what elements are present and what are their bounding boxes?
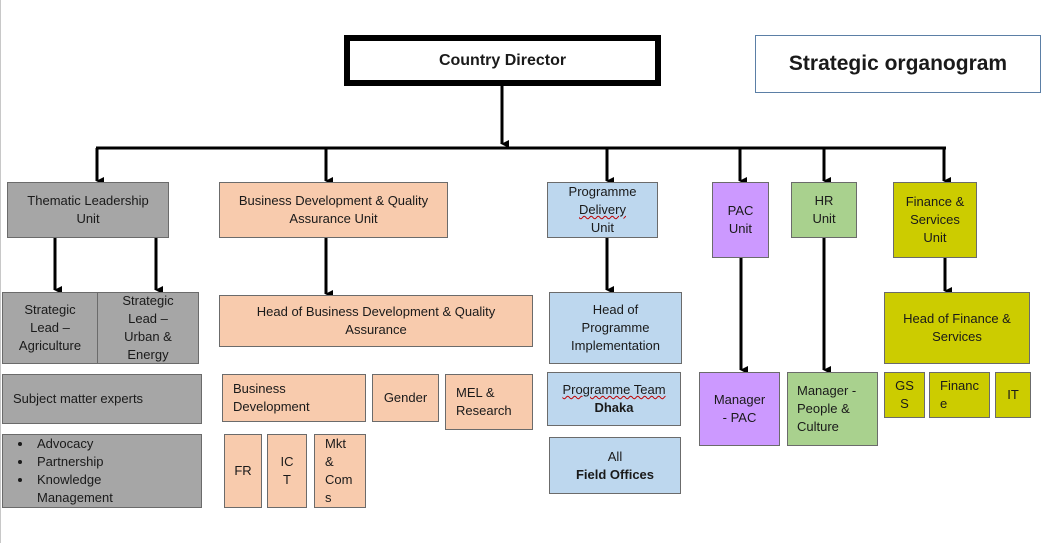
gss-line-1: GS	[895, 378, 914, 393]
mgr-pac-line-1: Manager	[713, 392, 766, 407]
mkt-line-4: s	[325, 490, 332, 505]
bullet-knowledge-line-2: Management	[37, 490, 113, 505]
finance-unit-line-3: Unit	[923, 230, 947, 245]
pac-unit-line-1: PAC	[727, 203, 754, 218]
head-prog-line-3: Implementation	[571, 338, 660, 353]
fr-box: FR	[224, 434, 262, 508]
manager-pac: Manager - PAC	[699, 372, 780, 446]
finance-unit-line-1: Finance &	[905, 194, 965, 209]
mgr-pac-line-2: - PAC	[722, 410, 757, 425]
bdqa-unit-line-1: Business Development & Quality	[238, 193, 429, 208]
finance-line-1: Financ	[940, 378, 980, 393]
organogram-title-text: Strategic organogram	[788, 52, 1008, 75]
strategic-lead-agriculture: Strategic Lead – Agriculture	[2, 292, 98, 364]
mkt-coms-box: Mkt & Com s	[314, 434, 366, 508]
pac-unit: PAC Unit	[712, 182, 769, 258]
agri-line-1: Strategic	[24, 302, 76, 317]
subject-matter-experts: Subject matter experts	[2, 374, 202, 424]
urban-line-3: Urban &	[124, 329, 172, 344]
head-fin-line-2: Services	[932, 329, 982, 344]
strategic-lead-urban-energy: Strategic Lead – Urban & Energy	[97, 292, 199, 364]
gss-line-2: S	[900, 396, 909, 411]
ict-line-1: IC	[280, 454, 294, 469]
bullet-advocacy: Advocacy	[33, 435, 113, 453]
urban-line-1: Strategic	[122, 293, 174, 308]
field-line-2: Field Offices	[575, 466, 655, 482]
head-prog-line-2: Programme	[581, 320, 650, 335]
manager-people-culture: Manager - People & Culture	[787, 372, 878, 446]
bullet-knowledge-line-1: Knowledge	[37, 472, 102, 487]
business-development-box: Business Development	[222, 374, 366, 422]
bdqa-unit-line-2: Assurance Unit	[289, 211, 378, 226]
mel-line-1: MEL &	[456, 385, 495, 400]
head-bdqa-line-2: Assurance	[345, 322, 407, 337]
finance-unit-line-2: Services	[910, 212, 960, 227]
thematic-unit-line-2: Unit	[76, 211, 100, 226]
gender-label: Gender	[383, 390, 428, 405]
head-finance-services: Head of Finance & Services	[884, 292, 1030, 364]
team-line-2: Dhaka	[594, 400, 634, 415]
programme-team-dhaka: Programme Team Dhaka	[547, 372, 681, 426]
finance-services-unit: Finance & Services Unit	[893, 182, 977, 258]
programme-unit-line-2: Delivery	[579, 202, 626, 217]
agri-line-2: Lead –	[30, 320, 70, 335]
hr-unit-line-1: HR	[814, 193, 834, 208]
mgr-hr-line-1: Manager -	[797, 383, 857, 398]
team-line-1: Programme Team	[562, 382, 666, 397]
ict-box: IC T	[267, 434, 307, 508]
programme-unit-line-1: Programme	[568, 184, 637, 199]
programme-unit-line-3: Unit	[590, 220, 615, 235]
hr-unit-line-2: Unit	[812, 211, 836, 226]
sme-label: Subject matter experts	[13, 391, 144, 406]
urban-line-4: Energy	[127, 347, 169, 362]
hr-unit: HR Unit	[791, 182, 857, 238]
head-bdqa-line-1: Head of Business Development & Quality	[256, 304, 496, 319]
mkt-line-2: &	[325, 454, 334, 469]
mel-research-box: MEL & Research	[445, 374, 533, 430]
mel-line-2: Research	[456, 403, 512, 418]
page-left-edge	[0, 0, 1, 543]
head-bdqa: Head of Business Development & Quality A…	[219, 295, 533, 347]
mgr-hr-line-2: People &	[797, 401, 850, 416]
fr-label: FR	[234, 463, 252, 478]
thematic-unit-line-1: Thematic Leadership	[27, 193, 149, 208]
it-box: IT	[995, 372, 1031, 418]
programme-delivery-unit: Programme Delivery Unit	[547, 182, 658, 238]
country-director-box: Country Director	[344, 35, 661, 86]
head-programme-implementation: Head of Programme Implementation	[549, 292, 682, 364]
thematic-leadership-unit: Thematic Leadership Unit	[7, 182, 169, 238]
bullet-partnership: Partnership	[33, 453, 113, 471]
field-line-1: All	[607, 448, 623, 464]
gender-box: Gender	[372, 374, 439, 422]
mkt-line-1: Mkt	[325, 436, 346, 451]
head-prog-line-1: Head of	[592, 302, 639, 317]
country-director-label: Country Director	[438, 51, 567, 69]
head-fin-line-1: Head of Finance &	[903, 311, 1011, 326]
finance-line-2: e	[940, 396, 948, 411]
organogram-title: Strategic organogram	[755, 35, 1041, 93]
mgr-hr-line-3: Culture	[797, 419, 839, 434]
urban-line-2: Lead –	[128, 311, 168, 326]
bd-line-2: Development	[233, 399, 310, 414]
bd-line-1: Business	[233, 381, 286, 396]
agri-line-3: Agriculture	[18, 338, 82, 353]
all-field-offices: All Field Offices	[549, 437, 681, 494]
ict-line-2: T	[283, 472, 291, 487]
gss-box: GS S	[884, 372, 925, 418]
pac-unit-line-2: Unit	[728, 221, 753, 236]
bdqa-unit: Business Development & Quality Assurance…	[219, 182, 448, 238]
it-label: IT	[1007, 387, 1019, 402]
mkt-line-3: Com	[325, 472, 353, 487]
finance-box: Financ e	[929, 372, 990, 418]
